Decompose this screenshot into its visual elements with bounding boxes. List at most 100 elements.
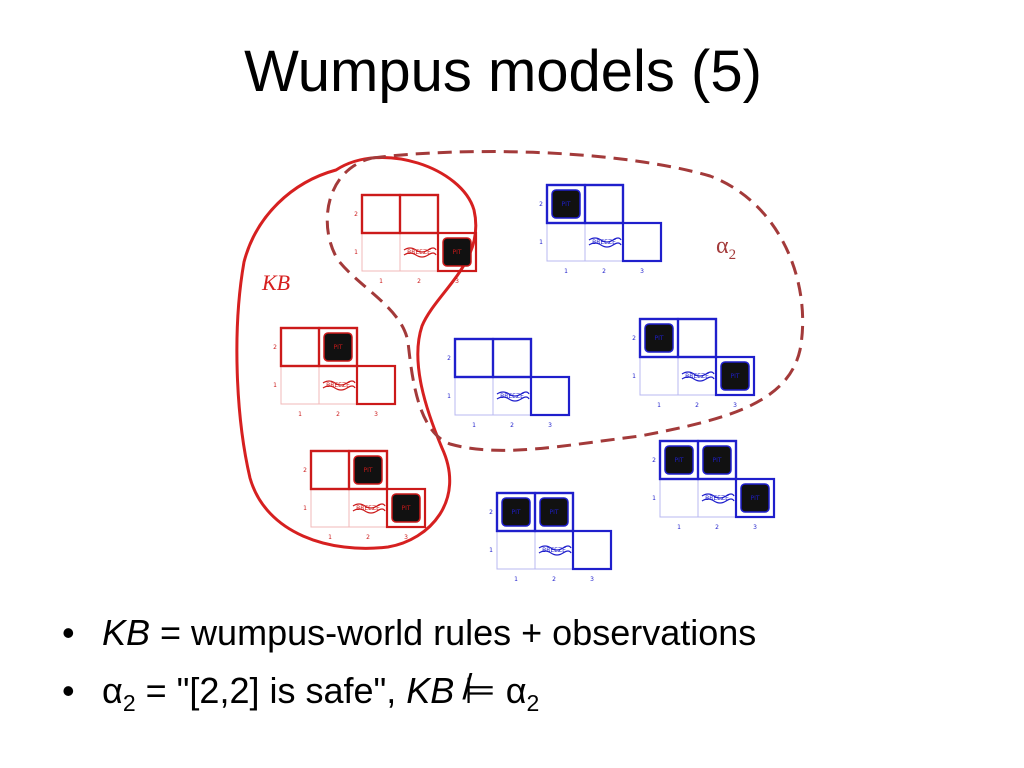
x-tick-label: 1 xyxy=(677,524,681,531)
y-tick-label: 1 xyxy=(539,239,543,246)
y-tick-label: 2 xyxy=(273,344,277,351)
breeze-label: BREEZE xyxy=(407,249,431,256)
breeze-icon xyxy=(496,396,530,402)
top-row-outline xyxy=(360,193,440,235)
breeze-icon xyxy=(538,545,572,551)
breeze-icon xyxy=(322,385,356,391)
x-tick-label: 3 xyxy=(404,534,408,541)
grid-cell xyxy=(360,193,402,235)
grid-cell xyxy=(355,364,397,406)
pit-label: PIT xyxy=(654,335,663,342)
alpha-subscript: 2 xyxy=(122,690,136,716)
bullet-kb-definition: •KB = wumpus-world rules + observations xyxy=(62,608,756,666)
alpha2-region-label: α2 xyxy=(716,233,736,263)
top-row-outline xyxy=(658,439,738,481)
kb-definition-text: = wumpus-world rules + observations xyxy=(150,612,757,653)
x-tick-label: 1 xyxy=(298,411,302,418)
model-grid-m4: BREEZE 1 2 3 1 2 xyxy=(447,337,571,429)
breeze-icon xyxy=(588,242,622,248)
x-tick-label: 3 xyxy=(548,422,552,429)
x-tick-label: 2 xyxy=(510,422,514,429)
grid-cell xyxy=(453,337,495,379)
grid-cell xyxy=(639,356,679,396)
y-tick-label: 1 xyxy=(273,382,277,389)
kb-term: KB xyxy=(102,612,151,653)
y-tick-label: 2 xyxy=(354,211,358,218)
pit-marker xyxy=(501,497,531,527)
alpha2-region-outline xyxy=(325,150,805,452)
breeze-label: BREEZE xyxy=(500,393,524,400)
breeze-label: BREEZE xyxy=(542,547,566,554)
pit-marker xyxy=(702,445,732,475)
grid-cell xyxy=(529,375,571,417)
grid-cell xyxy=(714,355,756,397)
pit-marker xyxy=(539,497,569,527)
breeze-icon xyxy=(681,371,715,377)
x-tick-label: 1 xyxy=(472,422,476,429)
alpha-definition-text: = "[2,2] is safe", xyxy=(135,670,407,711)
breeze-label: BREEZE xyxy=(705,495,729,502)
pit-marker xyxy=(551,189,581,219)
top-row-outline xyxy=(279,326,359,368)
x-tick-label: 2 xyxy=(336,411,340,418)
grid-cell xyxy=(496,530,536,570)
top-row-outline xyxy=(638,317,718,359)
pit-label: PIT xyxy=(452,249,461,256)
grid-cell xyxy=(309,449,351,491)
breeze-icon xyxy=(496,391,530,397)
grid-cell xyxy=(659,478,699,518)
kb-region-label: KB xyxy=(261,270,290,295)
breeze-label: BREEZE xyxy=(326,382,350,389)
y-tick-label: 2 xyxy=(539,201,543,208)
grid-cell xyxy=(385,487,427,529)
bullet-alpha2-definition: •α2 = "[2,2] is safe", KB ⊨/ α2 xyxy=(62,666,756,724)
y-tick-label: 2 xyxy=(447,355,451,362)
breeze-icon xyxy=(701,498,735,504)
pit-label: PIT xyxy=(674,457,683,464)
pit-marker xyxy=(353,455,383,485)
pit-marker xyxy=(664,445,694,475)
x-tick-label: 2 xyxy=(602,268,606,275)
x-tick-label: 2 xyxy=(366,534,370,541)
grid-cell xyxy=(280,365,320,405)
x-tick-label: 3 xyxy=(374,411,378,418)
grid-cell xyxy=(454,376,494,416)
pit-label: PIT xyxy=(363,467,372,474)
not-entails-symbol: ⊨/ xyxy=(462,666,496,711)
pit-label: PIT xyxy=(401,505,410,512)
y-tick-label: 1 xyxy=(303,505,307,512)
grid-cell xyxy=(734,477,776,519)
breeze-icon xyxy=(701,493,735,499)
grid-cell xyxy=(491,337,533,379)
pit-label: PIT xyxy=(561,201,570,208)
x-tick-label: 1 xyxy=(514,576,518,583)
x-tick-label: 1 xyxy=(379,278,383,285)
y-tick-label: 1 xyxy=(652,495,656,502)
x-tick-label: 2 xyxy=(715,524,719,531)
alpha-symbol: α xyxy=(505,670,527,711)
x-tick-label: 1 xyxy=(657,402,661,409)
alpha-subscript: 2 xyxy=(526,690,540,716)
breeze-icon xyxy=(403,247,437,253)
grid-cell xyxy=(583,183,625,225)
pit-label: PIT xyxy=(750,495,759,502)
pit-marker xyxy=(740,483,770,513)
top-row-outline xyxy=(453,337,533,379)
breeze-label: BREEZE xyxy=(592,239,616,246)
top-row-outline xyxy=(309,449,389,491)
y-tick-label: 1 xyxy=(447,393,451,400)
y-tick-label: 2 xyxy=(303,467,307,474)
grid-cell xyxy=(361,232,401,272)
pit-marker xyxy=(644,323,674,353)
x-tick-label: 3 xyxy=(753,524,757,531)
top-row-outline xyxy=(495,491,575,533)
grid-cell xyxy=(621,221,663,263)
x-tick-label: 3 xyxy=(455,278,459,285)
y-tick-label: 2 xyxy=(489,509,493,516)
alpha-symbol: α xyxy=(102,670,123,711)
